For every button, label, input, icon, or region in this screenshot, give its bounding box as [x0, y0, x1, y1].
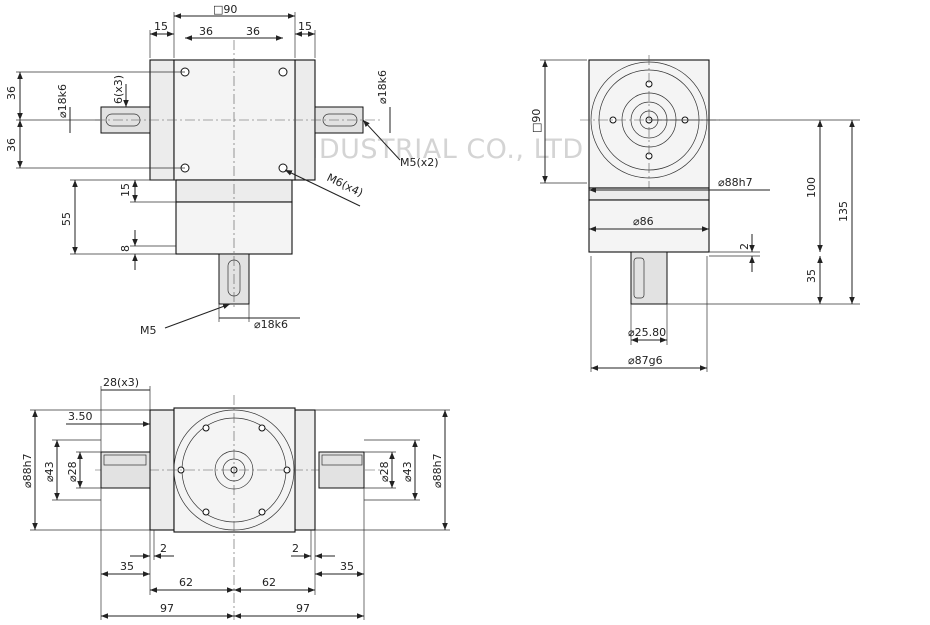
bottom-right-shaft	[318, 451, 365, 489]
bottom-bolt-hole	[202, 508, 210, 516]
bottom-left-shaft	[100, 451, 151, 489]
dim-36-upper: 36	[5, 86, 18, 100]
dim-right-shaft-diameter: ⌀18k6	[376, 70, 389, 104]
dim-15-right: 15	[298, 20, 312, 33]
bottom-bolt-hole	[202, 424, 210, 432]
dim-36-lower: 36	[5, 138, 18, 152]
bottom-dim-62-right: 62	[262, 576, 276, 589]
side-dim-35: 35	[805, 269, 818, 283]
bottom-view: 28(x3) 3.50 ⌀88h7 ⌀43 ⌀28 ⌀28 ⌀43 ⌀88h7	[21, 376, 450, 620]
side-dim-housing: ⌀86	[633, 215, 654, 228]
mount-hole	[278, 67, 288, 77]
side-dim-135: 135	[837, 201, 850, 222]
bottom-dim-gap-left: 2	[160, 542, 167, 555]
bottom-dim-97-left: 97	[160, 602, 174, 615]
bottom-dim-97-right: 97	[296, 602, 310, 615]
side-view: □90 ⌀88h7 ⌀86 100 135 35 2 ⌀25.80 ⌀87g6	[530, 55, 860, 372]
dim-36-left: 36	[199, 25, 213, 38]
bottom-dim-35-left: 35	[120, 560, 134, 573]
bottom-dim-key: 28(x3)	[103, 376, 139, 389]
bottom-dim-offset: 3.50	[68, 410, 93, 423]
side-keyway	[633, 257, 645, 299]
bottom-bolt-hole	[258, 508, 266, 516]
bottom-dim-left-28: ⌀28	[66, 461, 79, 482]
bottom-dim-right-flange: ⌀88h7	[431, 453, 444, 488]
bottom-left-key	[103, 454, 147, 466]
bottom-dim-left-43: ⌀43	[43, 461, 56, 482]
dim-square-90: □90	[213, 3, 237, 16]
side-dim-pilot: ⌀87g6	[628, 354, 663, 367]
bottom-dim-62-left: 62	[179, 576, 193, 589]
front-view: □90 15 15 36 36 36 36 ⌀18k6 6(x3) ⌀18k6 …	[5, 3, 439, 337]
bottom-dim-left-flange: ⌀88h7	[21, 453, 34, 488]
dim-36-right: 36	[246, 25, 260, 38]
dim-15-neck: 15	[119, 183, 132, 197]
dim-left-shaft-diameter: ⌀18k6	[56, 84, 69, 118]
side-output-shaft	[630, 251, 668, 305]
side-dim-square-90: □90	[530, 109, 543, 133]
dim-8: 8	[119, 245, 132, 252]
dim-bottom-shaft-diameter: ⌀18k6	[254, 318, 288, 331]
bottom-dim-gap-right: 2	[292, 542, 299, 555]
side-housing	[588, 199, 710, 253]
bottom-right-key	[321, 454, 363, 466]
label-m5: M5	[140, 324, 157, 337]
bottom-bolt-hole	[258, 424, 266, 432]
bottom-dim-right-28: ⌀28	[378, 461, 391, 482]
bottom-dim-35-right: 35	[340, 560, 354, 573]
side-dim-100: 100	[805, 177, 818, 198]
label-m6-x4: M6(x4)	[325, 171, 365, 200]
side-dim-gap-2: 2	[738, 243, 751, 250]
side-dim-shaft: ⌀25.80	[628, 326, 666, 339]
dim-55: 55	[60, 212, 73, 226]
bottom-dim-right-43: ⌀43	[401, 461, 414, 482]
label-m5-x2: M5(x2)	[400, 156, 439, 169]
side-dim-flange: ⌀88h7	[718, 176, 753, 189]
dim-15-left: 15	[154, 20, 168, 33]
dim-left-keyway: 6(x3)	[112, 75, 125, 104]
